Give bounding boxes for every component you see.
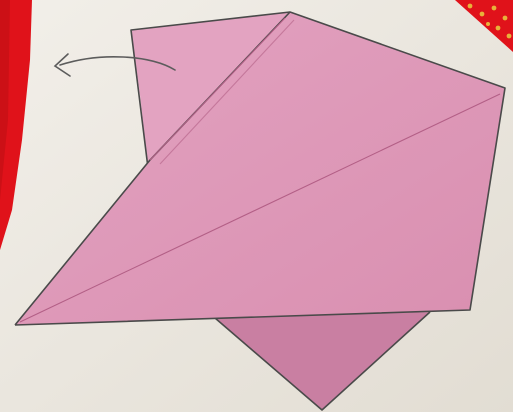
origami-photo xyxy=(0,0,513,412)
photo-stage xyxy=(0,0,513,412)
